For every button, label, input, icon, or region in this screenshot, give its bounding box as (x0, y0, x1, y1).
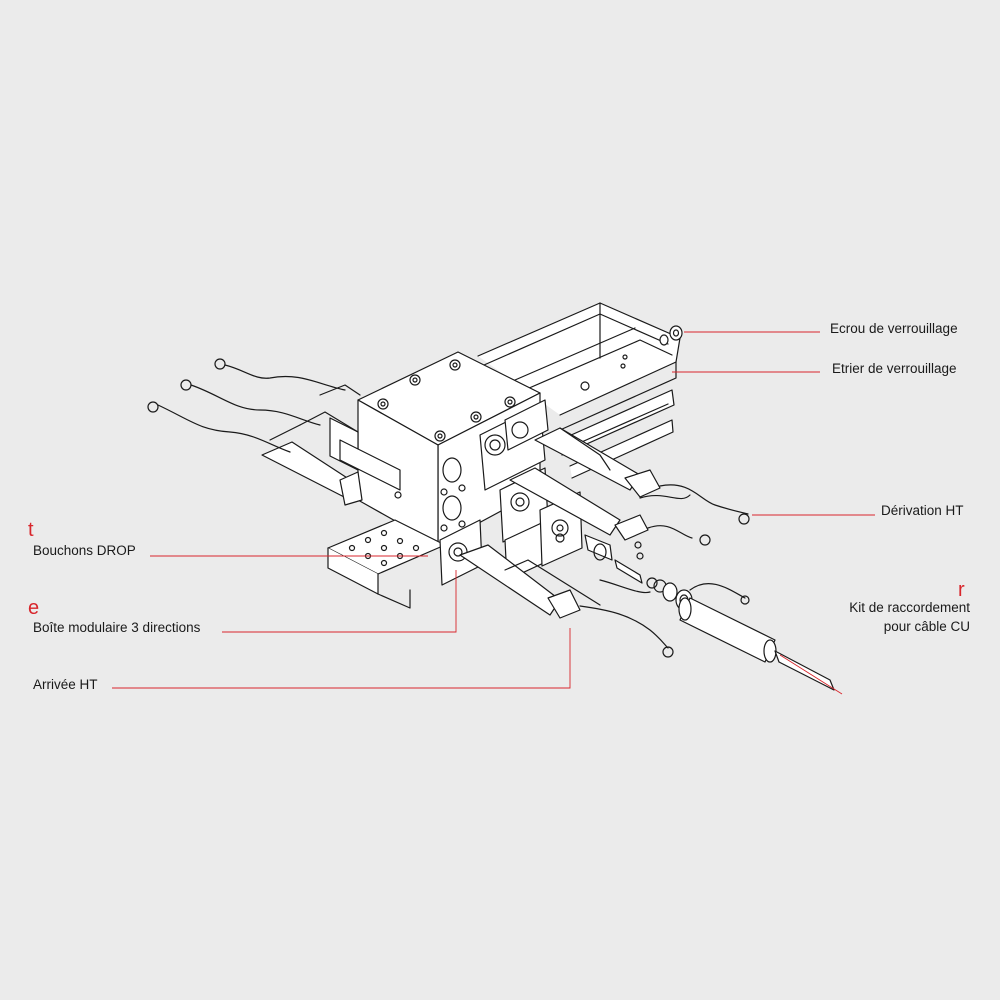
label-kit-line2: pour câble CU (883, 619, 970, 634)
cu-cable-connection-kit (555, 533, 835, 691)
callout-letter-r: r (958, 579, 965, 601)
callout-letter-t: t (28, 519, 34, 541)
label-etrier: Etrier de verrouillage (832, 361, 957, 376)
incoming-cable-terminations (459, 544, 674, 658)
label-kit-line1: Kit de raccordement (849, 600, 970, 615)
leader-arrivee (112, 628, 571, 689)
leader-kit (779, 654, 843, 695)
callout-letter-e: e (28, 597, 40, 619)
label-derivation: Dérivation HT (881, 503, 964, 518)
branch-cable-terminations (509, 427, 750, 546)
locking-nut (580, 325, 683, 391)
label-arrivee: Arrivée HT (33, 677, 98, 692)
label-boite: Boîte modulaire 3 directions (33, 620, 201, 635)
label-kit: Kit de raccordement pour câble CU (849, 598, 970, 636)
leader-boite (222, 570, 457, 633)
leader-lines (112, 331, 875, 695)
label-ecrou: Ecrou de verrouillage (830, 321, 958, 336)
label-bouchons: Bouchons DROP (33, 543, 136, 558)
left-cable-terminations (147, 358, 363, 506)
